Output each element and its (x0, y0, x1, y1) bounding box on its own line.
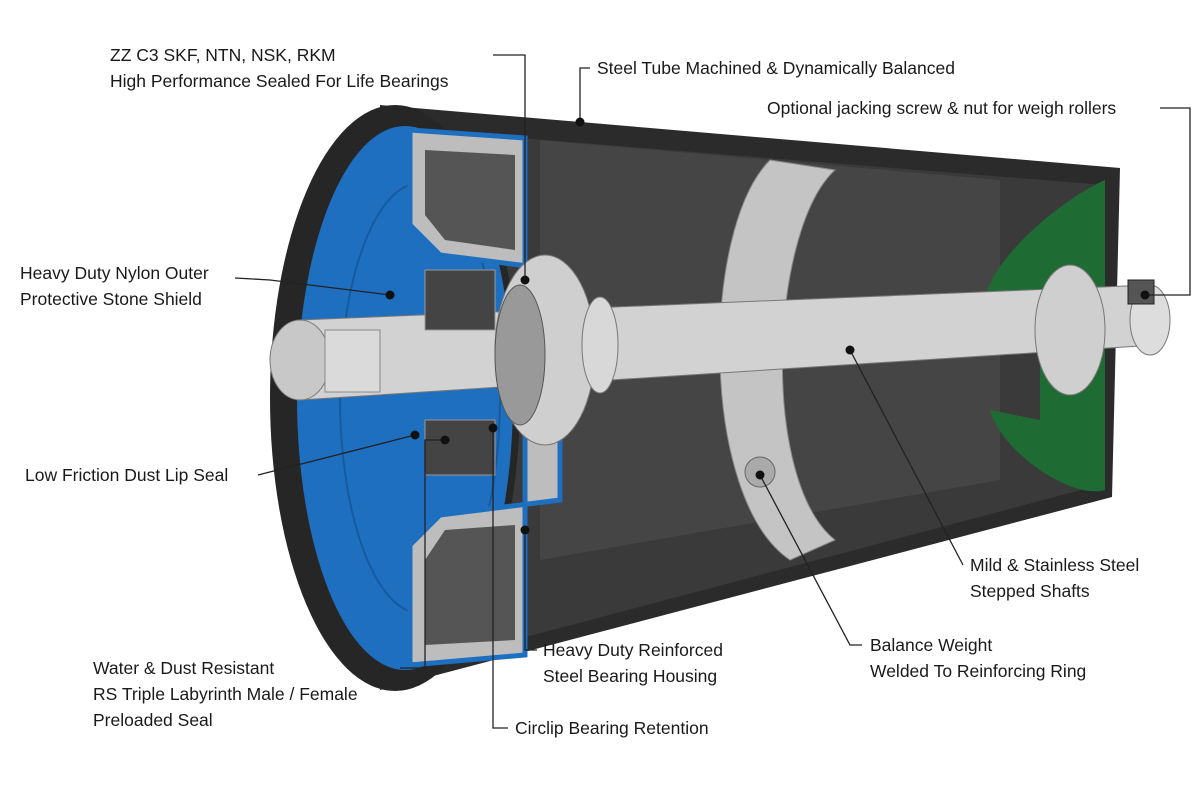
label-labyrinth-seal: Water & Dust Resistant RS Triple Labyrin… (93, 655, 358, 733)
label-line: High Performance Sealed For Life Bearing… (110, 71, 449, 91)
label-jacking-screw: Optional jacking screw & nut for weigh r… (767, 95, 1116, 121)
labyrinth-seal-top (424, 269, 496, 331)
label-line: Circlip Bearing Retention (515, 718, 709, 738)
label-lip-seal: Low Friction Dust Lip Seal (25, 462, 228, 488)
label-line: Stepped Shafts (970, 581, 1090, 601)
right-bearing (1034, 264, 1106, 396)
label-tube: Steel Tube Machined & Dynamically Balanc… (597, 55, 955, 81)
label-line: Protective Stone Shield (20, 289, 202, 309)
label-line: Low Friction Dust Lip Seal (25, 465, 229, 485)
label-line: ZZ C3 SKF, NTN, NSK, RKM (110, 45, 336, 65)
jacking-nut (1127, 279, 1155, 305)
label-line: Welded To Reinforcing Ring (870, 661, 1087, 681)
label-line: Balance Weight (870, 635, 993, 655)
label-circlip: Circlip Bearing Retention (515, 715, 709, 741)
label-line: Preloaded Seal (93, 710, 213, 730)
label-line: Water & Dust Resistant (93, 658, 275, 678)
label-line: Steel Bearing Housing (543, 666, 718, 686)
labyrinth-seal-bottom (424, 419, 496, 476)
label-line: Heavy Duty Nylon Outer (20, 263, 209, 283)
label-bearings: ZZ C3 SKF, NTN, NSK, RKM High Performanc… (110, 42, 449, 94)
label-line: Mild & Stainless Steel (970, 555, 1140, 575)
label-line: RS Triple Labyrinth Male / Female (93, 684, 358, 704)
label-stepped-shafts: Mild & Stainless Steel Stepped Shafts (970, 552, 1139, 604)
label-stone-shield: Heavy Duty Nylon Outer Protective Stone … (20, 260, 209, 312)
label-balance-weight: Balance Weight Welded To Reinforcing Rin… (870, 632, 1086, 684)
label-line: Heavy Duty Reinforced (543, 640, 723, 660)
label-bearing-housing: Heavy Duty Reinforced Steel Bearing Hous… (543, 637, 723, 689)
label-line: Steel Tube Machined & Dynamically Balanc… (597, 58, 955, 78)
label-line: Optional jacking screw & nut for weigh r… (767, 98, 1117, 118)
shaft-left-end (269, 319, 331, 401)
